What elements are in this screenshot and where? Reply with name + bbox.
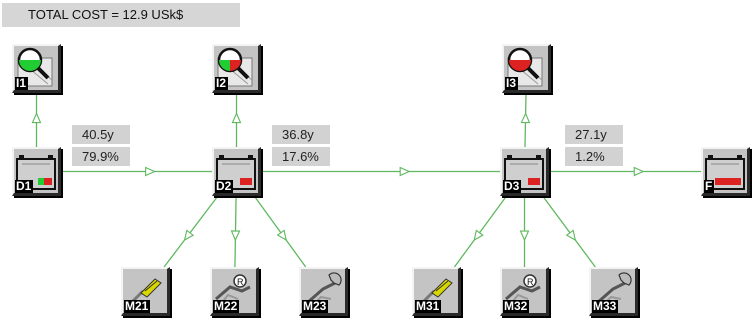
battery-module-icon [705, 155, 745, 190]
node-m22[interactable]: R M22 [210, 267, 259, 316]
node-m32[interactable]: R M32 [500, 267, 549, 316]
edge-arrow-icon [519, 230, 530, 242]
edge-arrow-icon [230, 230, 241, 242]
node-label: M32 [503, 299, 530, 313]
edge-arrow-icon [276, 229, 287, 242]
node-label: D1 [15, 179, 34, 193]
magnifier-inspection-icon [217, 47, 253, 87]
edge-d2-m21 [163, 195, 219, 268]
stage-d2-time-readout: 36.8y [272, 125, 330, 144]
node-m31[interactable]: M31 [412, 267, 461, 316]
edge-arrow-icon [145, 166, 156, 177]
edge-arrow-icon [399, 166, 411, 177]
node-label: D2 [215, 179, 234, 193]
node-label: M23 [302, 299, 329, 313]
node-label: M33 [592, 299, 619, 313]
stage-d1-percent-readout: 79.9% [72, 147, 130, 166]
svg-text:R: R [527, 277, 534, 287]
node-i3[interactable]: I3 [502, 44, 551, 93]
node-label: D3 [503, 179, 522, 193]
svg-text:R: R [237, 277, 244, 287]
node-label: M21 [124, 299, 151, 313]
edge-arrow-icon [231, 112, 242, 124]
node-d2[interactable]: D2 [212, 147, 261, 196]
stage-d3-percent-readout: 1.2% [565, 147, 623, 166]
node-d3[interactable]: D3 [500, 147, 549, 196]
magnifier-inspection-icon [17, 47, 53, 87]
node-label: I2 [215, 76, 229, 90]
edge-d3-m31 [453, 195, 508, 268]
edge-arrow-icon [473, 229, 484, 242]
node-label: I1 [15, 76, 29, 90]
stage-d2-percent-readout: 17.6% [272, 147, 330, 166]
node-m33[interactable]: M33 [589, 267, 638, 316]
stage-d3-time-readout: 27.1y [565, 125, 623, 144]
wrench-hand-icon [306, 272, 342, 308]
node-i2[interactable]: I2 [212, 44, 261, 93]
gear-hand-icon: R [215, 274, 251, 306]
edge-d3-m33 [542, 195, 596, 268]
total-cost-readout: TOTAL COST = 12.9 USk$ [2, 3, 240, 27]
edge-arrow-icon [31, 112, 42, 124]
node-label: M22 [213, 299, 240, 313]
stage-d1-time-readout: 40.5y [72, 125, 130, 144]
edge-arrow-icon [565, 229, 577, 242]
node-m23[interactable]: M23 [299, 267, 348, 316]
node-label: F [704, 179, 715, 193]
gear-hand-icon: R [505, 274, 541, 306]
node-d1[interactable]: D1 [12, 147, 61, 196]
edge-arrow-icon [633, 166, 645, 177]
node-label: I3 [505, 76, 519, 90]
node-f[interactable]: F [701, 147, 750, 196]
node-label: M31 [415, 299, 442, 313]
edge-arrow-icon [520, 112, 531, 124]
edge-arrow-icon [183, 229, 195, 242]
edge-d2-m23 [253, 195, 307, 268]
node-m21[interactable]: M21 [121, 267, 170, 316]
wrench-hand-icon [596, 272, 632, 308]
node-i1[interactable]: I1 [12, 44, 61, 93]
